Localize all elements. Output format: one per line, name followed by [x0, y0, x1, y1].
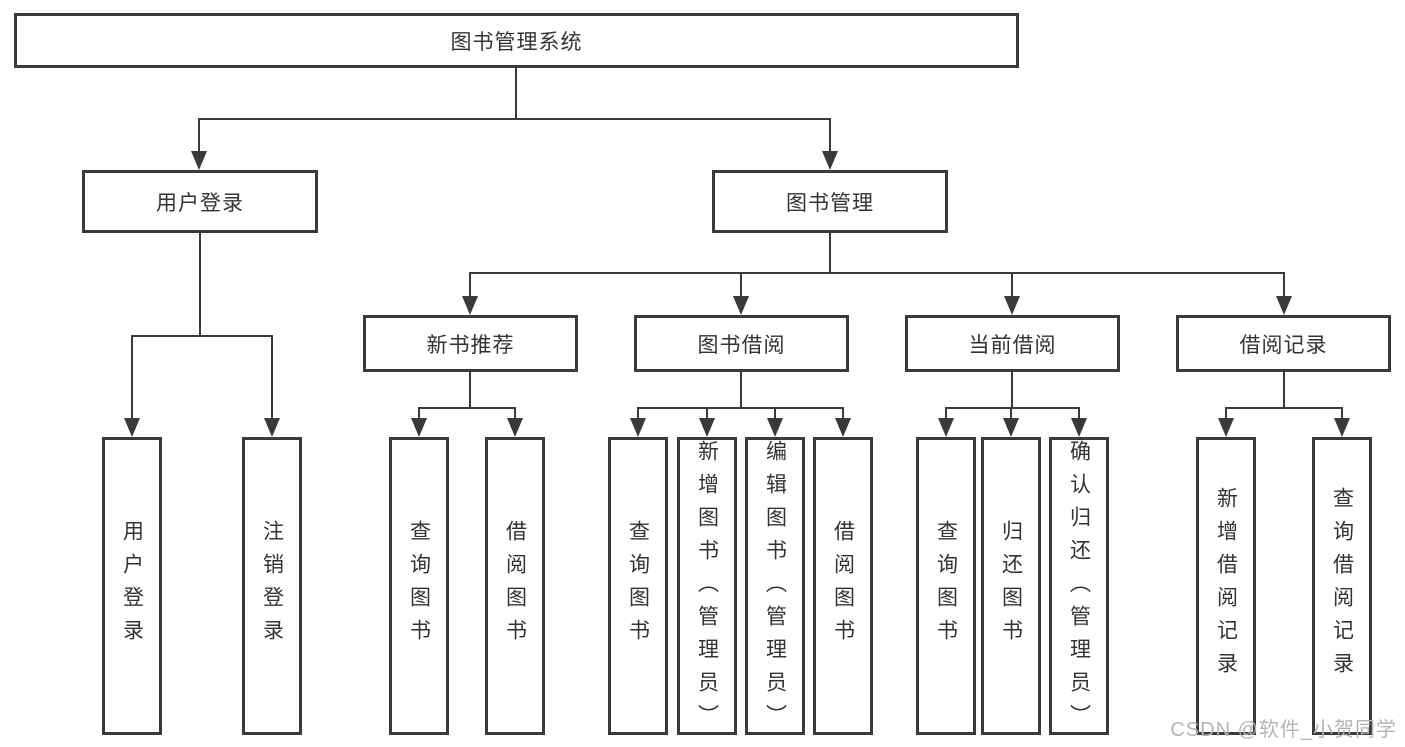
- connector-drop: [774, 407, 776, 418]
- connector-drop: [945, 407, 947, 418]
- leaf-user-login: 用户登录: [102, 437, 162, 735]
- connector-root-split: [198, 118, 831, 120]
- arrow-down-icon: [699, 418, 715, 437]
- arrow-down-icon: [1004, 296, 1020, 315]
- arrow-down-icon: [1334, 418, 1350, 437]
- connector-split: [1225, 407, 1343, 409]
- connector-drop: [706, 407, 708, 418]
- arrow-down-icon: [264, 418, 280, 437]
- arrow-down-icon: [767, 418, 783, 437]
- leaf-edit-books-admin: 编辑图书（管理员）: [745, 437, 805, 737]
- arrow-down-icon: [191, 151, 207, 170]
- leaf-recommend-borrow-books: 借阅图书: [485, 437, 545, 735]
- leaf-borrow-query-books: 查询图书: [608, 437, 668, 735]
- connector-stem: [740, 372, 742, 407]
- arrow-down-icon: [835, 418, 851, 437]
- connector-login-split: [131, 335, 273, 337]
- arrow-down-icon: [1276, 296, 1292, 315]
- connector-drop: [418, 407, 420, 418]
- node-root: 图书管理系统: [14, 13, 1019, 68]
- node-current-borrow: 当前借阅: [905, 315, 1120, 372]
- leaf-recommend-query-books: 查询图书: [389, 437, 449, 735]
- connector-management-split: [469, 272, 1285, 274]
- connector-split: [418, 407, 516, 409]
- arrow-down-icon: [411, 418, 427, 437]
- arrow-down-icon: [1003, 418, 1019, 437]
- arrow-down-icon: [1218, 418, 1234, 437]
- connector-stem: [1283, 372, 1285, 407]
- leaf-query-borrow-record: 查询借阅记录: [1312, 437, 1372, 735]
- node-book-borrow: 图书借阅: [634, 315, 849, 372]
- leaf-current-query-books: 查询图书: [916, 437, 976, 735]
- leaf-confirm-return-admin: 确认归还（管理员）: [1049, 437, 1109, 737]
- connector-drop: [514, 407, 516, 418]
- arrow-down-icon: [507, 418, 523, 437]
- connector-drop: [637, 407, 639, 418]
- connector-drop: [842, 407, 844, 418]
- node-borrow-records: 借阅记录: [1176, 315, 1391, 372]
- connector-drop: [740, 272, 742, 296]
- node-user-login: 用户登录: [82, 170, 318, 233]
- node-book-management: 图书管理: [712, 170, 948, 233]
- arrow-down-icon: [733, 296, 749, 315]
- connector-management-stem: [829, 233, 831, 272]
- connector-drop: [1078, 407, 1080, 418]
- connector-split: [945, 407, 1079, 409]
- node-new-book-recommend: 新书推荐: [363, 315, 578, 372]
- connector-drop-user-login: [198, 118, 200, 151]
- connector-drop: [469, 272, 471, 296]
- connector-root-stem: [515, 68, 517, 118]
- leaf-add-books-admin: 新增图书（管理员）: [677, 437, 737, 737]
- arrow-down-icon: [938, 418, 954, 437]
- arrow-down-icon: [822, 151, 838, 170]
- connector-stem: [1011, 372, 1013, 407]
- arrow-down-icon: [124, 418, 140, 437]
- connector-login-stem: [199, 233, 201, 335]
- leaf-borrow-books: 借阅图书: [813, 437, 873, 735]
- connector-drop: [1011, 272, 1013, 296]
- arrow-down-icon: [462, 296, 478, 315]
- connector-drop: [271, 335, 273, 418]
- connector-split: [637, 407, 844, 409]
- arrow-down-icon: [630, 418, 646, 437]
- connector-drop-book-management: [829, 118, 831, 151]
- arrow-down-icon: [1071, 418, 1087, 437]
- connector-drop: [131, 335, 133, 418]
- leaf-return-books: 归还图书: [981, 437, 1041, 735]
- connector-drop: [1225, 407, 1227, 418]
- leaf-logout: 注销登录: [242, 437, 302, 735]
- connector-drop: [1010, 407, 1012, 418]
- connector-stem: [469, 372, 471, 407]
- connector-drop: [1341, 407, 1343, 418]
- leaf-add-borrow-record: 新增借阅记录: [1196, 437, 1256, 735]
- connector-drop: [1283, 272, 1285, 296]
- csdn-watermark: CSDN @软件_小贺同学: [1170, 719, 1397, 741]
